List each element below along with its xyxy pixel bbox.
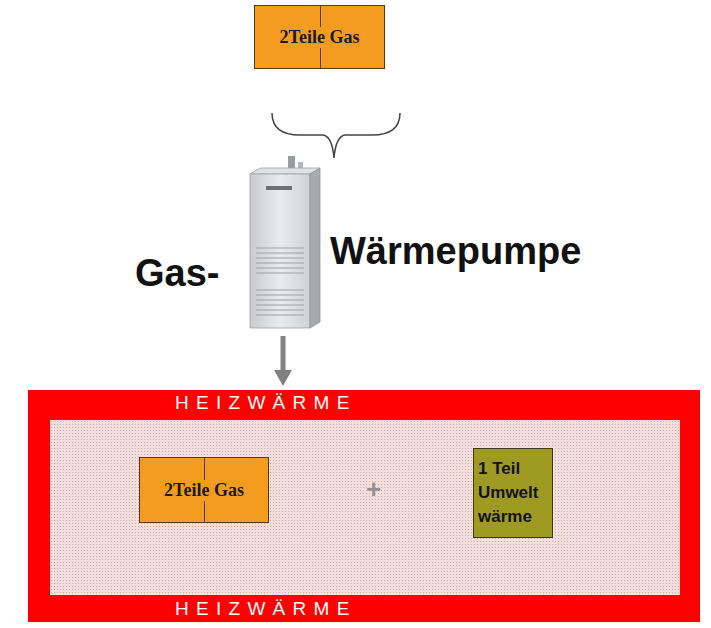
gas-input-box: 2Teile Gas [254,5,385,69]
plus-sign: + [366,474,381,505]
box-text: 1 Teil Umwelt wärme [478,457,548,528]
band-heading: H E I Z W Ä R M E [175,392,350,414]
box-text: 2Teile Gas [163,480,245,501]
device-label: Gas- [135,252,219,295]
ambient-heat-box: 1 Teil Umwelt wärme [473,448,553,538]
box-text: 2Teile Gas [279,27,361,48]
heat-output-band: H E I Z W Ä R M E H E I Z W Ä R M E 2Teile… [28,390,700,622]
gas-share-box: 2Teile Gas [139,457,269,523]
device-label: Wärmepumpe [330,230,581,273]
band-heading: H E I Z W Ä R M E [175,598,350,620]
